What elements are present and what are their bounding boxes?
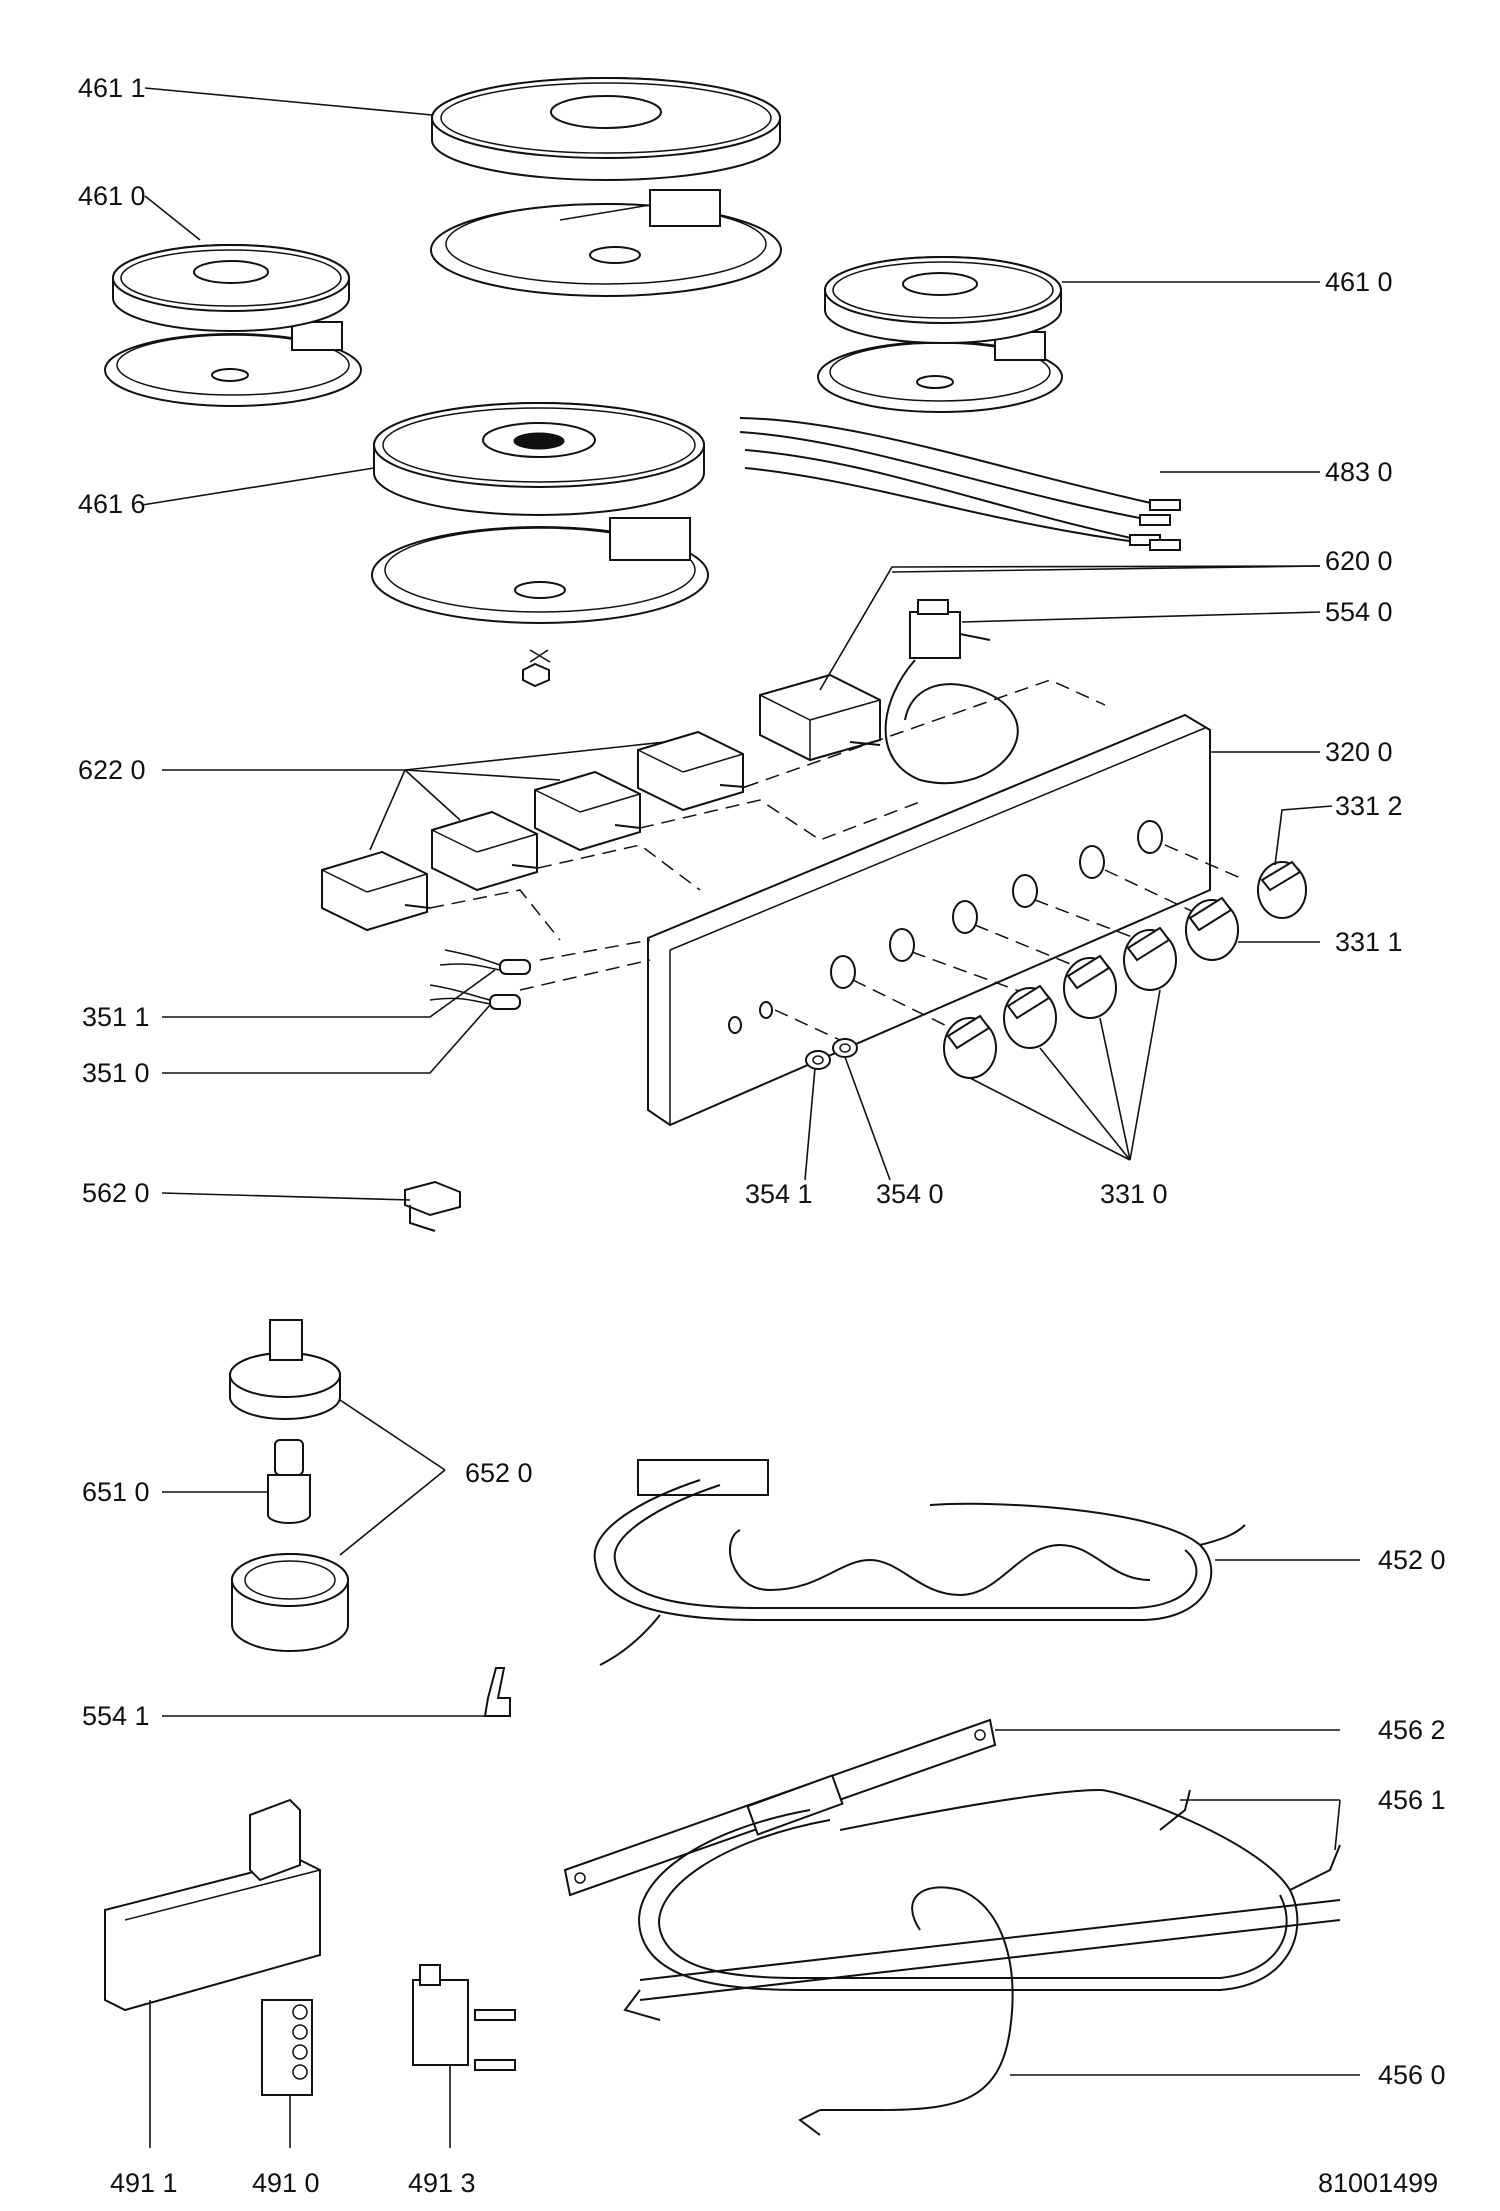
label-456-1: 456 1 (1378, 1785, 1446, 1815)
wire-harness-483-0 (739, 417, 1181, 551)
part-labels: 461 1 461 0 461 0 461 6 483 0 620 0 554 … (78, 73, 1446, 2198)
lamp-cover-652-0-bottom (231, 1553, 349, 1652)
label-461-0-right: 461 0 (1325, 267, 1393, 297)
label-456-2: 456 2 (1378, 1715, 1446, 1745)
hotplate-nut (522, 649, 551, 688)
knob-331-0-d (943, 1014, 997, 1079)
label-331-0: 331 0 (1100, 1179, 1168, 1209)
bracket-554-1 (483, 1667, 511, 1717)
leader-lines (141, 87, 1360, 2148)
thermostat-554-0 (884, 599, 1019, 785)
switch-622-0-c (431, 810, 539, 892)
pilot-lamp-351-1 (439, 949, 531, 975)
label-331-1: 331 1 (1335, 927, 1403, 957)
label-461-6: 461 6 (78, 489, 146, 519)
hotplate-461-1 (430, 77, 782, 297)
label-452-0: 452 0 (1378, 1545, 1446, 1575)
label-491-0: 491 0 (252, 2168, 320, 2198)
label-620-0: 620 0 (1325, 546, 1393, 576)
label-351-0: 351 0 (82, 1058, 150, 1088)
hotplate-461-0-right (817, 256, 1063, 413)
pilot-lamp-351-0 (429, 984, 521, 1010)
assembly-lines (429, 679, 1246, 1041)
knob-331-1 (1185, 896, 1239, 961)
lens-354-1 (805, 1050, 831, 1070)
label-652-0: 652 0 (465, 1458, 533, 1488)
terminal-block-491-0 (261, 1999, 313, 2096)
label-483-0: 483 0 (1325, 457, 1393, 487)
knob-331-0-a (1123, 926, 1177, 991)
switch-622-0-b (534, 770, 641, 852)
drawing-number: 81001499 (1318, 2168, 1438, 2198)
label-354-1: 354 1 (745, 1179, 813, 1209)
lamp-holder-652-0-top (229, 1319, 341, 1420)
knob-331-0-c (1003, 984, 1057, 1049)
knob-331-0-b (1063, 954, 1117, 1019)
grill-element-452-0 (593, 1459, 1246, 1666)
label-491-3: 491 3 (408, 2168, 476, 2198)
knob-331-2 (1257, 860, 1307, 919)
label-320-0: 320 0 (1325, 737, 1393, 767)
label-554-0: 554 0 (1325, 597, 1393, 627)
label-491-1: 491 1 (110, 2168, 178, 2198)
label-461-0-left: 461 0 (78, 181, 146, 211)
bracket-491-1 (104, 1798, 321, 2012)
bracket-456-2 (563, 1718, 997, 1897)
switch-622-0-d (321, 850, 431, 932)
bottom-element-456 (623, 1788, 1341, 2136)
switch-620-0 (759, 673, 881, 762)
clamp-491-3 (412, 1964, 516, 2071)
label-456-0: 456 0 (1378, 2060, 1446, 2090)
label-554-1: 554 1 (82, 1701, 150, 1731)
hotplate-461-0-left (104, 244, 362, 407)
label-351-1: 351 1 (82, 1002, 150, 1032)
label-622-0: 622 0 (78, 755, 146, 785)
control-panel-320-0 (647, 713, 1211, 1127)
lamp-bulb-651-0 (267, 1439, 311, 1524)
label-461-1: 461 1 (78, 73, 146, 103)
lens-354-0 (832, 1038, 858, 1058)
label-354-0: 354 0 (876, 1179, 944, 1209)
clip-562-0 (404, 1180, 461, 1232)
label-562-0: 562 0 (82, 1178, 150, 1208)
label-331-2: 331 2 (1335, 791, 1403, 821)
switch-622-0-a (637, 730, 746, 812)
label-651-0: 651 0 (82, 1477, 150, 1507)
hotplate-461-6 (371, 402, 709, 688)
